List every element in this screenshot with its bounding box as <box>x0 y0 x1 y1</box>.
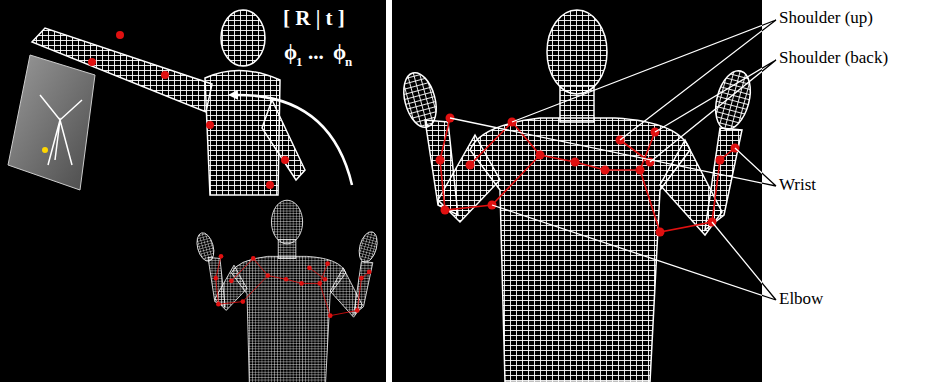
right-panel <box>392 0 762 382</box>
transform-arrow <box>232 95 352 185</box>
marker-dot <box>206 121 214 129</box>
rest-model-large <box>398 10 762 382</box>
parameter-subscript: 1 <box>296 55 303 68</box>
joint-label: Shoulder (back) <box>779 49 888 66</box>
leader-lines <box>762 20 776 300</box>
marker-dot <box>116 31 124 39</box>
camera-frustum <box>40 95 82 165</box>
rest-model <box>194 200 380 382</box>
joint-label: Wrist <box>779 176 816 193</box>
camera-center <box>42 147 48 153</box>
marker-dot <box>266 181 274 189</box>
marker-dot <box>88 58 96 66</box>
transform-label: [ R | t ] <box>283 8 345 29</box>
camera-image <box>8 55 95 190</box>
leader-lines <box>450 20 762 300</box>
ellipsis: ... <box>308 42 324 63</box>
posed-model <box>8 10 380 382</box>
joint-label: Elbow <box>779 290 823 307</box>
parameter-symbol: ϕ <box>333 42 346 63</box>
leader-lines-outside <box>762 20 776 300</box>
parameter-subscript: n <box>345 55 352 68</box>
model-mesh <box>398 10 756 382</box>
marker-dot <box>161 71 169 79</box>
arm-mesh <box>262 100 305 180</box>
parameter-symbol: ϕ <box>284 42 297 63</box>
joint-label: Shoulder (up) <box>779 9 873 26</box>
marker-dot <box>281 156 289 164</box>
head-mesh <box>221 10 265 66</box>
